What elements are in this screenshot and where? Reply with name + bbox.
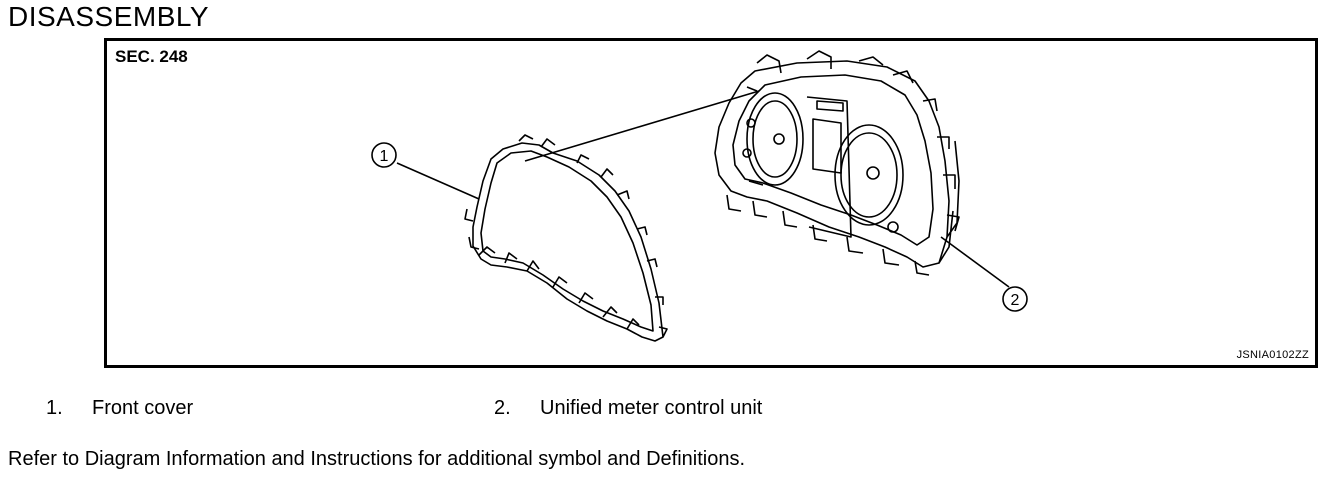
legend-item-1: 1. Front cover xyxy=(46,397,193,420)
figure-code: JSNIA0102ZZ xyxy=(1236,349,1309,361)
front-cover-illustration xyxy=(464,134,668,342)
meter-unit-illustration xyxy=(714,50,960,276)
legend-label: Front cover xyxy=(92,397,194,419)
legend-label: Unified meter control unit xyxy=(540,397,763,419)
reference-note: Refer to Diagram Information and Instruc… xyxy=(8,448,746,470)
exploded-view-figure: 1 2 SEC. 248 JSNIA0102ZZ xyxy=(104,38,1318,368)
callout-2: 2 xyxy=(1011,292,1020,309)
callout-1: 1 xyxy=(380,148,389,165)
section-label: SEC. 248 xyxy=(115,47,188,66)
page-title: DISASSEMBLY xyxy=(8,1,210,32)
legend-number: 2. xyxy=(494,397,511,419)
figure-drawing: 1 2 xyxy=(371,50,1028,342)
legend-item-2: 2. Unified meter control unit xyxy=(494,397,762,420)
legend-number: 1. xyxy=(46,397,63,419)
